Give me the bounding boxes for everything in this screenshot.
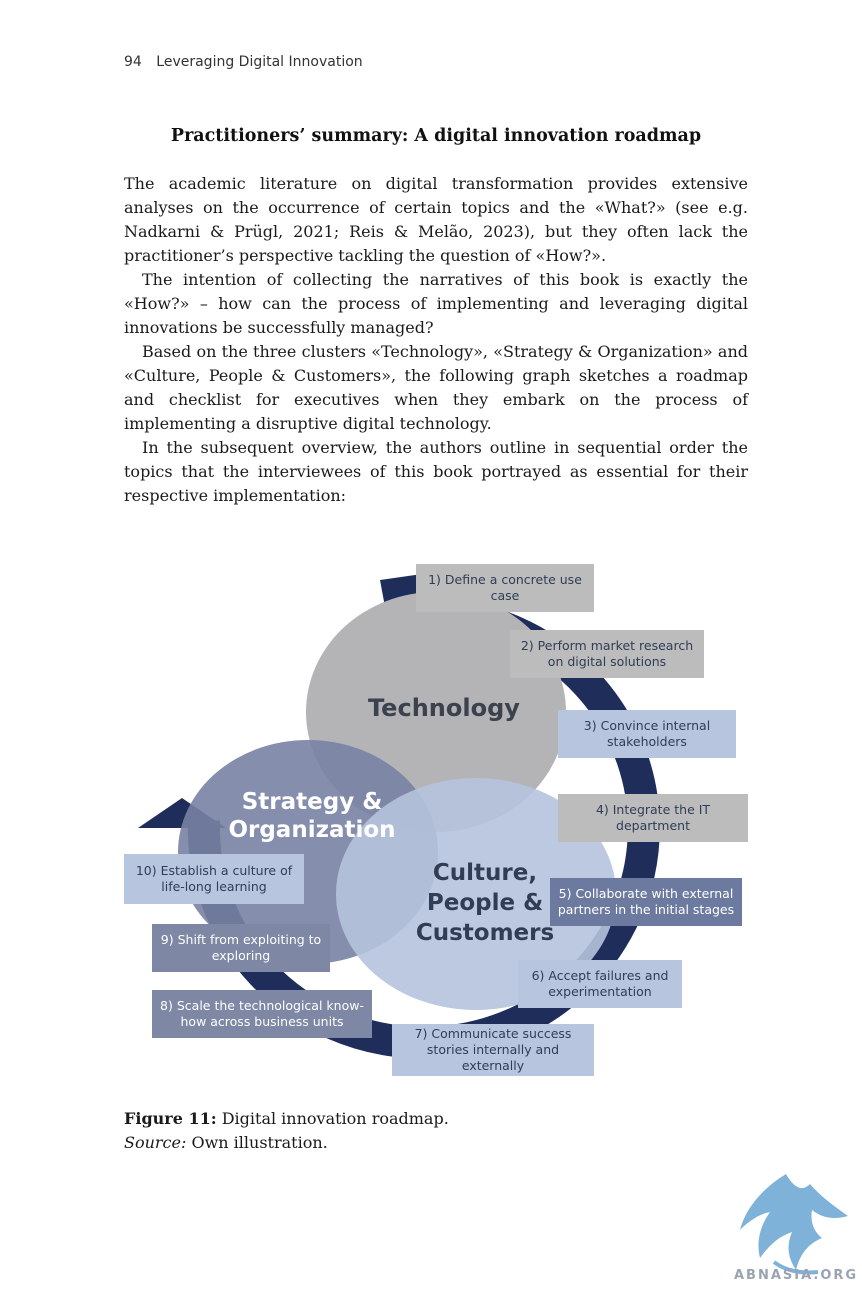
- paragraph-3: Based on the three clusters «Technology»…: [124, 342, 748, 433]
- caption-label: Figure 11:: [124, 1109, 217, 1128]
- page-number: 94: [124, 54, 142, 70]
- watermark-text: ABNASIA.ORG: [734, 1268, 859, 1283]
- step-9-box: 9) Shift from exploiting to exploring: [152, 924, 330, 972]
- roadmap-figure: Technology Strategy & Organization Cultu…: [118, 558, 754, 1094]
- body-text: The academic literature on digital trans…: [124, 172, 748, 508]
- source-label: Source:: [124, 1133, 187, 1152]
- step-8-box: 8) Scale the technological know-how acro…: [152, 990, 372, 1038]
- caption-text: Digital innovation roadmap.: [221, 1109, 449, 1128]
- strategy-label: Strategy & Organization: [228, 789, 396, 843]
- technology-label: Technology: [368, 694, 520, 722]
- running-head: 94 Leveraging Digital Innovation: [124, 54, 363, 70]
- step-7-box: 7) Communicate success stories internall…: [392, 1024, 594, 1076]
- running-head-title: Leveraging Digital Innovation: [156, 54, 363, 70]
- figure-caption: Figure 11: Digital innovation roadmap. S…: [124, 1107, 449, 1155]
- step-2-box: 2) Perform market research on digital so…: [510, 630, 704, 678]
- step-3-box: 3) Convince internal stakeholders: [558, 710, 736, 758]
- culture-circle: [336, 778, 616, 1010]
- source-text: Own illustration.: [191, 1133, 328, 1152]
- section-title: Practitioners’ summary: A digital innova…: [170, 126, 702, 146]
- paragraph-1: The academic literature on digital trans…: [124, 174, 748, 265]
- step-4-box: 4) Integrate the IT department: [558, 794, 748, 842]
- step-1-box: 1) Define a concrete use case: [416, 564, 594, 612]
- paragraph-2: The intention of collecting the narrativ…: [124, 270, 748, 337]
- culture-label: Culture, People & Customers: [415, 860, 555, 946]
- step-10-box: 10) Establish a culture of life-long lea…: [124, 854, 304, 904]
- griffin-logo-icon: [740, 1174, 848, 1275]
- paragraph-4: In the subsequent overview, the authors …: [124, 438, 748, 505]
- step-6-box: 6) Accept failures and experimentation: [518, 960, 682, 1008]
- step-5-box: 5) Collaborate with external partners in…: [550, 878, 742, 926]
